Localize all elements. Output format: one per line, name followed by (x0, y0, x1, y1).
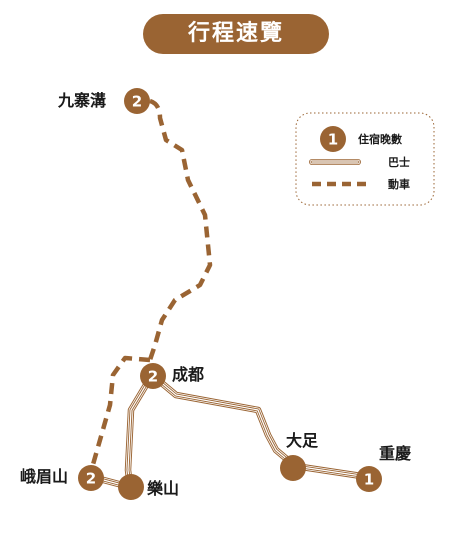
emeishan-nights: 2 (86, 470, 96, 488)
leshan-marker-icon (118, 474, 144, 500)
bus-route (92, 371, 372, 491)
place-leshan: 樂山 (118, 474, 179, 500)
chengdu-nights: 2 (148, 368, 158, 386)
place-jiuzhaigou: 2 九寨溝 (57, 88, 150, 114)
page-title: 行程速覽 (143, 14, 329, 54)
legend-nights-badge-icon (320, 126, 346, 152)
legend-nights-badge-number: 1 (328, 131, 338, 149)
place-chongqing: 1 重慶 (356, 444, 411, 492)
chengdu-label: 成都 (172, 365, 204, 384)
chengdu-marker-icon (140, 363, 166, 389)
jiuzhaigou-nights: 2 (132, 93, 142, 111)
train-route-emeishan (89, 355, 151, 469)
place-dazu: 大足 (280, 431, 319, 481)
jiuzhaigou-label: 九寨溝 (57, 91, 106, 110)
train-route (147, 98, 213, 361)
chongqing-nights: 1 (364, 471, 374, 489)
emeishan-marker-icon (78, 465, 104, 491)
dazu-marker-icon (280, 455, 306, 481)
jiuzhaigou-marker-icon (124, 88, 150, 114)
chongqing-label: 重慶 (379, 444, 411, 463)
legend-train-label: 動車 (388, 177, 410, 191)
emeishan-label: 峨眉山 (20, 467, 68, 486)
chongqing-marker-icon (356, 466, 382, 492)
legend-bus-label: 巴士 (388, 155, 410, 169)
leshan-label: 樂山 (146, 479, 179, 498)
dazu-label: 大足 (286, 431, 319, 450)
legend-nights-label: 住宿晚數 (358, 132, 402, 146)
place-chengdu: 2 成都 (140, 363, 204, 389)
legend-frame (295, 112, 435, 206)
legend: 1 住宿晚數 巴士 動車 (295, 112, 435, 206)
place-emeishan: 2 峨眉山 (20, 465, 104, 491)
